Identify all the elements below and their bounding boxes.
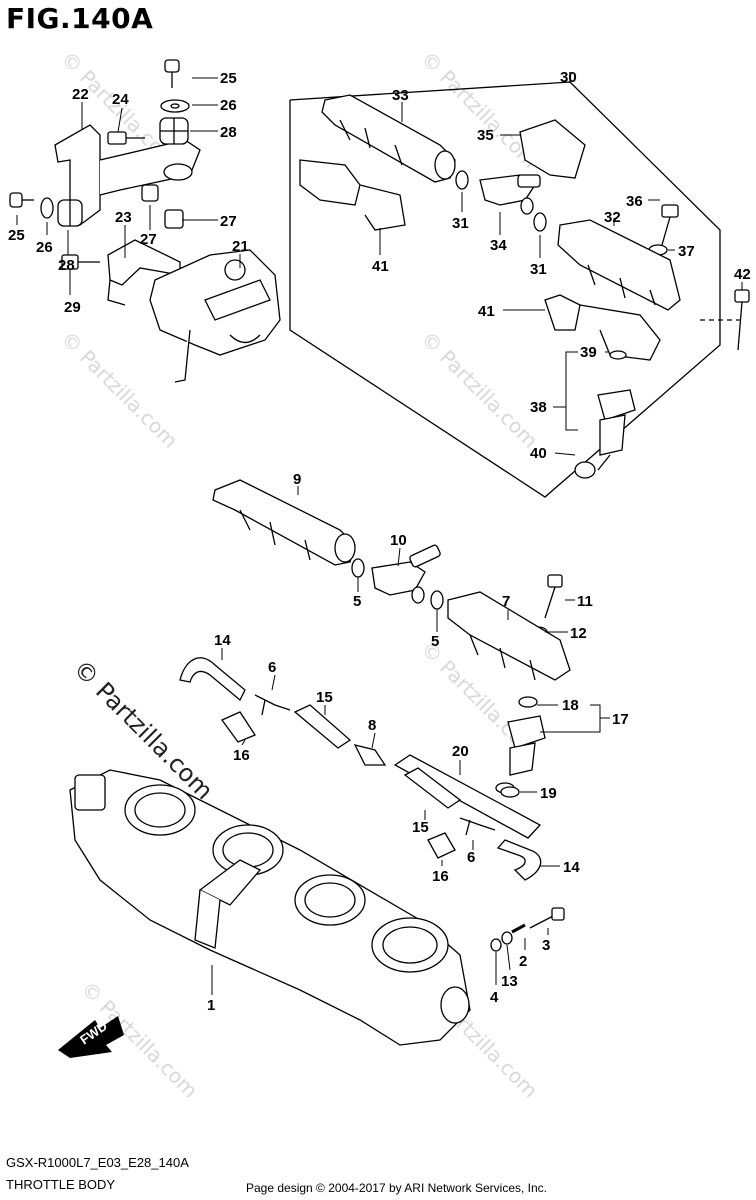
box-30 [289,72,740,498]
bracket-assembly [9,59,281,383]
callout-9: 9 [293,471,301,488]
callout-28: 28 [58,257,75,274]
callout-15: 15 [316,689,333,706]
callout-26: 26 [36,239,53,256]
callout-3: 3 [542,937,550,954]
callout-16: 16 [233,747,250,764]
callout-31: 31 [452,215,469,232]
fwd-arrow: FWD [58,1016,124,1058]
callout-30: 30 [560,69,577,86]
callout-40: 40 [530,445,547,462]
watermark: © Partzilla.com [416,327,542,453]
callout-4: 4 [490,989,499,1006]
callout-23: 23 [115,209,132,226]
figure-title: FIG.140A [6,2,154,35]
callout-7: 7 [502,593,510,610]
callout-33: 33 [392,87,409,104]
callout-36: 36 [626,193,643,210]
callout-6: 6 [467,849,475,866]
callout-41: 41 [478,303,495,320]
callout-28: 28 [220,124,237,141]
callout-20: 20 [452,743,469,760]
callout-14: 14 [563,859,580,876]
figure-name: THROTTLE BODY [6,1177,116,1192]
callout-6: 6 [268,659,276,676]
callout-5: 5 [431,633,439,650]
callout-34: 34 [490,237,507,254]
leader-lines [16,77,743,995]
callout-1: 1 [207,997,215,1014]
callout-labels: 25 26 28 27 22 24 25 26 28 27 23 21 29 3… [8,69,751,1014]
callout-5: 5 [353,593,361,610]
watermark: © Partzilla.com [56,327,182,453]
callout-27: 27 [220,213,237,230]
callout-22: 22 [72,86,89,103]
callout-29: 29 [64,299,81,316]
figure-code: GSX-R1000L7_E03_E28_140A [6,1155,189,1170]
callout-21: 21 [232,238,249,255]
callout-19: 19 [540,785,557,802]
callout-13: 13 [501,973,518,990]
callout-32: 32 [604,209,621,226]
callout-24: 24 [112,91,129,108]
callout-18: 18 [562,697,579,714]
callout-27: 27 [140,231,157,248]
callout-31: 31 [530,261,547,278]
hoses [179,657,542,881]
callout-25: 25 [8,227,25,244]
fuel-rail-upper-assembly [299,94,750,479]
callout-12: 12 [570,625,587,642]
callout-26: 26 [220,97,237,114]
callout-17: 17 [612,711,629,728]
callout-39: 39 [580,344,597,361]
fuel-rail-lower-assembly [212,479,571,794]
callout-2: 2 [519,953,527,970]
throttle-body [69,769,565,1046]
callout-8: 8 [368,717,376,734]
callout-41: 41 [372,258,389,275]
callout-10: 10 [390,532,407,549]
callout-11: 11 [577,593,593,610]
callout-16: 16 [432,868,449,885]
callout-42: 42 [734,266,751,283]
callout-38: 38 [530,399,547,416]
callout-37: 37 [678,243,695,260]
callout-15: 15 [412,819,429,836]
callout-14: 14 [214,632,231,649]
copyright-notice: Page design © 2004-2017 by ARI Network S… [246,1181,548,1195]
callout-25: 25 [220,70,237,87]
callout-35: 35 [477,127,494,144]
